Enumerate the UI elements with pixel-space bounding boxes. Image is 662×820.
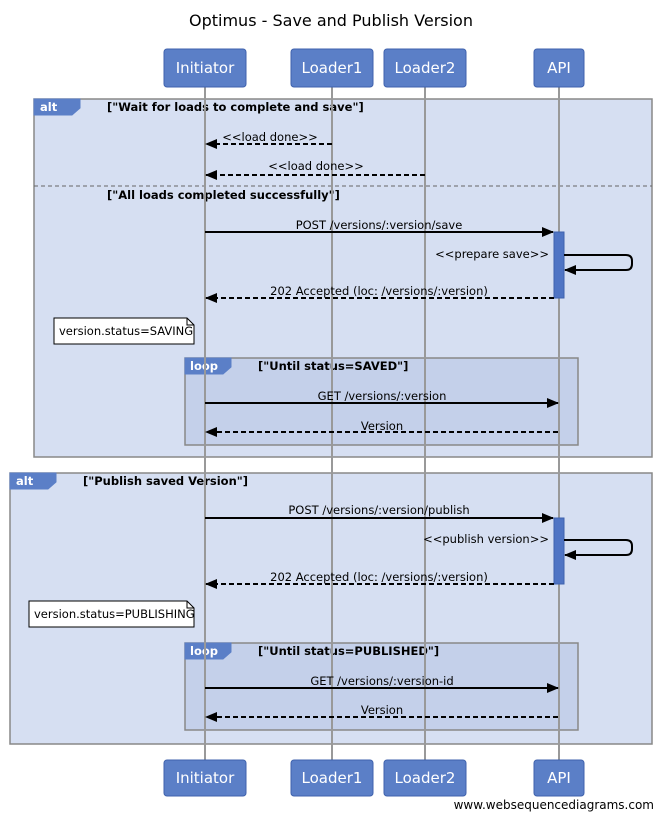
alt-frame-2-keyword: alt <box>16 474 34 488</box>
participant-loader1-label: Loader1 <box>302 59 363 77</box>
msg-publish-version: <<publish version>> <box>423 532 549 546</box>
diagram-title: Optimus - Save and Publish Version <box>189 11 473 30</box>
loop-frame-2 <box>184 642 579 731</box>
msg-post-publish: POST /versions/:version/publish <box>288 503 469 517</box>
alt-frame-2-guard: ["Publish saved Version"] <box>83 474 248 488</box>
alt-frame-1-tab <box>33 98 81 116</box>
msg-get-version: GET /versions/:version <box>318 389 447 403</box>
api-activation-1 <box>553 231 565 299</box>
participant-initiator-bottom: Initiator <box>163 759 247 797</box>
participant-api-bottom-label: API <box>547 769 571 787</box>
loop-frame-2-keyword: loop <box>190 644 218 658</box>
participant-api-bottom: API <box>533 759 585 797</box>
loop-frame-1-tab <box>184 357 232 375</box>
participant-initiator-label: Initiator <box>176 59 235 77</box>
msg-get-version-id: GET /versions/:version-id <box>310 674 453 688</box>
loop-frame-1-keyword: loop <box>190 359 218 373</box>
msg-version-2: Version <box>361 703 403 717</box>
alt-frame-1-guard: ["Wait for loads to complete and save"] <box>107 100 364 114</box>
participant-api-top: API <box>533 48 585 88</box>
msg-version-1: Version <box>361 419 403 433</box>
footer-link[interactable]: www.websequencediagrams.com <box>454 798 654 812</box>
msg-load-done-2: <<load done>> <box>268 159 363 173</box>
participant-loader1-bottom-label: Loader1 <box>302 769 363 787</box>
participant-initiator-bottom-label: Initiator <box>176 769 235 787</box>
api-activation-2 <box>553 517 565 585</box>
loop-frame-1 <box>184 357 579 446</box>
arrow-prepare-save <box>564 254 633 275</box>
loop-frame-2-tab <box>184 642 232 660</box>
msg-load-done-1: <<load done>> <box>222 130 317 144</box>
participant-loader2-bottom: Loader2 <box>383 759 467 797</box>
alt-frame-2-tab <box>9 472 57 490</box>
note-saving-text: version.status=SAVING <box>59 324 193 338</box>
alt-frame-1-keyword: alt <box>40 100 58 114</box>
participant-initiator-top: Initiator <box>163 48 247 88</box>
note-saving: version.status=SAVING <box>53 317 195 345</box>
loop-frame-1-guard: ["Until status=SAVED"] <box>258 359 408 373</box>
alt-frame-1-else-guard: ["All loads completed successfully"] <box>107 188 340 202</box>
participant-loader2-bottom-label: Loader2 <box>395 769 456 787</box>
msg-accepted-1: 202 Accepted (loc: /versions/:version) <box>270 284 488 298</box>
msg-post-save: POST /versions/:version/save <box>296 218 463 232</box>
msg-prepare-save: <<prepare save>> <box>435 247 549 261</box>
loop-frame-2-guard: ["Until status=PUBLISHED"] <box>258 644 439 658</box>
note-publishing-text: version.status=PUBLISHING <box>34 607 195 621</box>
arrow-publish-version <box>564 539 633 560</box>
msg-accepted-2: 202 Accepted (loc: /versions/:version) <box>270 570 488 584</box>
participant-loader2-label: Loader2 <box>395 59 456 77</box>
participant-loader1-bottom: Loader1 <box>290 759 374 797</box>
note-publishing: version.status=PUBLISHING <box>28 600 195 628</box>
participant-loader1-top: Loader1 <box>290 48 374 88</box>
participant-loader2-top: Loader2 <box>383 48 467 88</box>
participant-api-label: API <box>547 59 571 77</box>
